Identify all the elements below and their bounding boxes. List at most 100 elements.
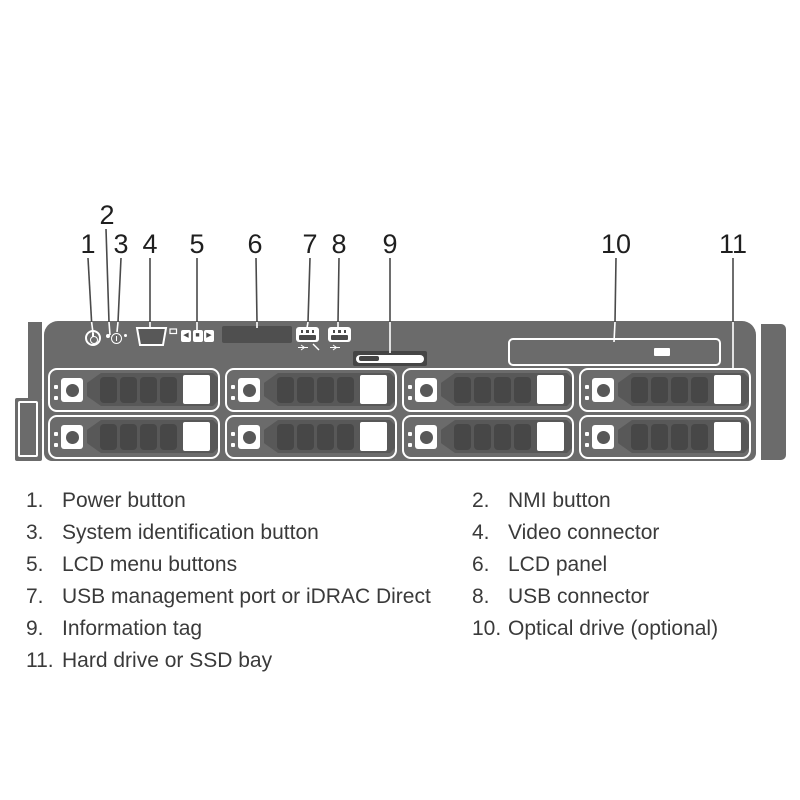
callout-number-5: 5 <box>189 229 205 259</box>
usb-connector <box>328 327 351 342</box>
lcd-panel <box>222 326 292 343</box>
drive-vent <box>631 424 648 450</box>
rack-ear-right <box>761 324 786 460</box>
drive-bay <box>225 415 397 459</box>
drive-carrier-release-button <box>592 378 614 402</box>
callout-number-1: 1 <box>80 229 96 259</box>
drive-vent <box>691 377 708 403</box>
drive-led-indicator <box>231 443 235 447</box>
drive-led-indicator <box>231 385 235 389</box>
drive-vent <box>120 424 137 450</box>
drive-bay <box>402 368 574 412</box>
callout-number-3: 3 <box>113 229 129 259</box>
drive-vent <box>514 377 531 403</box>
drive-bay <box>579 415 751 459</box>
legend-item-11: 11.Hard drive or SSD bay <box>26 649 273 672</box>
drive-led-indicator <box>585 396 589 400</box>
drive-carrier-latch <box>537 422 564 451</box>
drive-carrier-body <box>264 420 395 453</box>
callout-number-2: 2 <box>99 200 115 230</box>
drive-vent <box>631 377 648 403</box>
drive-carrier-latch <box>360 375 387 404</box>
drive-carrier-body <box>441 420 572 453</box>
drive-vent <box>277 424 294 450</box>
drive-vent <box>140 377 157 403</box>
drive-vent <box>651 424 668 450</box>
system-id-button <box>111 333 122 344</box>
drive-vent <box>160 377 177 403</box>
drive-led-indicator <box>408 443 412 447</box>
legend-item-5: 5.LCD menu buttons <box>26 553 238 576</box>
drive-carrier-release-button <box>415 378 437 402</box>
drive-vent <box>474 424 491 450</box>
legend-item-4: 4.Video connector <box>472 521 660 544</box>
drive-led-indicator <box>54 432 58 436</box>
drive-led-indicator <box>231 396 235 400</box>
drive-vent <box>494 377 511 403</box>
usb-management-port <box>296 327 319 342</box>
drive-vent <box>140 424 157 450</box>
legend-item-2: 2.NMI button <box>472 489 611 512</box>
rack-ear-left-top <box>28 322 42 399</box>
legend-item-3: 3.System identification button <box>26 521 319 544</box>
lcd-right-button: ▶ <box>204 330 214 342</box>
drive-carrier-release-button <box>238 378 260 402</box>
drive-carrier-latch <box>360 422 387 451</box>
callout-number-9: 9 <box>382 229 398 259</box>
drive-vent <box>317 377 334 403</box>
drive-vent <box>120 377 137 403</box>
drive-carrier-latch <box>537 375 564 404</box>
callout-number-7: 7 <box>302 229 318 259</box>
legend-item-10: 10.Optical drive (optional) <box>472 617 719 640</box>
drive-vent <box>454 424 471 450</box>
drive-vent <box>474 377 491 403</box>
drive-carrier-latch <box>714 375 741 404</box>
legend-item-1: 1.Power button <box>26 489 186 512</box>
drive-carrier-body <box>264 373 395 406</box>
drive-carrier-latch <box>183 375 210 404</box>
drive-led-indicator <box>408 396 412 400</box>
drive-led-indicator <box>408 385 412 389</box>
drive-carrier-release-button <box>61 378 83 402</box>
lcd-left-button: ◀ <box>181 330 191 342</box>
drive-bay <box>48 415 220 459</box>
drive-carrier-release-button <box>592 425 614 449</box>
drive-carrier-body <box>441 373 572 406</box>
drive-led-indicator <box>585 432 589 436</box>
drive-vent <box>297 377 314 403</box>
drive-carrier-release-button <box>238 425 260 449</box>
drive-bay <box>579 368 751 412</box>
lcd-menu-buttons: ◀ ■ ▶ <box>181 330 214 342</box>
drive-carrier-latch <box>714 422 741 451</box>
drive-bay <box>48 368 220 412</box>
drive-vent <box>297 424 314 450</box>
information-tag <box>353 351 427 366</box>
drive-carrier-body <box>618 420 749 453</box>
drive-carrier-latch <box>183 422 210 451</box>
drive-carrier-release-button <box>415 425 437 449</box>
drive-led-indicator <box>54 385 58 389</box>
drive-vent <box>651 377 668 403</box>
system-id-led <box>124 334 127 337</box>
drive-vent <box>494 424 511 450</box>
drive-vent <box>514 424 531 450</box>
drive-carrier-body <box>618 373 749 406</box>
drive-vent <box>100 377 117 403</box>
legend-item-8: 8.USB connector <box>472 585 650 608</box>
rack-ear-left-latch <box>15 398 42 461</box>
drive-led-indicator <box>54 396 58 400</box>
drive-vent <box>277 377 294 403</box>
drive-carrier-release-button <box>61 425 83 449</box>
drive-vent <box>671 424 688 450</box>
lcd-select-button: ■ <box>192 330 203 342</box>
legend-item-6: 6.LCD panel <box>472 553 608 576</box>
drive-vent <box>100 424 117 450</box>
drive-vent <box>317 424 334 450</box>
drive-vent <box>160 424 177 450</box>
system-id-icon <box>115 336 117 341</box>
drive-led-indicator <box>585 443 589 447</box>
information-tag-pull <box>356 354 424 363</box>
drive-carrier-body <box>87 373 218 406</box>
drive-led-indicator <box>54 443 58 447</box>
